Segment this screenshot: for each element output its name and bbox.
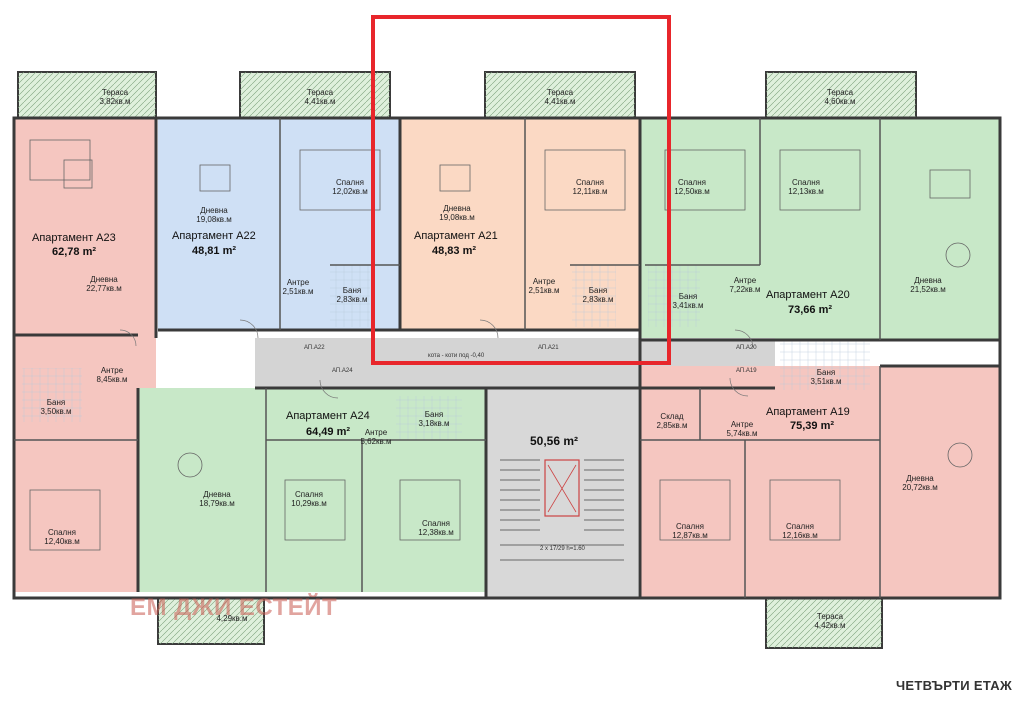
corridor-label-a21: АП.А21 xyxy=(538,345,559,351)
apartment-fills xyxy=(14,118,1000,598)
apartment-a24-title: Апартамент А24 xyxy=(286,410,370,422)
apartment-a24-area-label: 64,49 m² xyxy=(306,426,351,438)
core-area-label: 50,56 m² xyxy=(530,434,579,448)
apartment-a21-area-label: 48,83 m² xyxy=(432,245,477,257)
corridor-label-a20: АП.А20 xyxy=(736,345,757,351)
floor-label: ЧЕТВЪРТИ ЕТАЖ xyxy=(895,678,1012,693)
corridor-label-a22: АП.А22 xyxy=(304,345,325,351)
apartment-a20-area-label: 73,66 m² xyxy=(788,304,833,316)
apartment-a21-title: Апартамент А21 xyxy=(414,230,498,242)
door-swings xyxy=(119,319,754,399)
corridor-label-a19: АП.А19 xyxy=(736,368,757,374)
watermark: ЕМ ДЖИ ЕСТЕЙТ xyxy=(130,594,338,621)
apartment-a22-title: Апартамент А22 xyxy=(172,230,256,242)
walls xyxy=(12,116,1002,600)
corridor-note: кота - коти под -0,40 xyxy=(428,353,485,359)
apartment-a20-title: Апартамент А20 xyxy=(766,289,850,301)
apartment-a23-title: Апартамент А23 xyxy=(32,232,116,244)
apartment-a23-area-label: 62,78 m² xyxy=(52,246,97,258)
highlight-frame xyxy=(371,15,671,365)
apartment-a22-area-label: 48,81 m² xyxy=(192,245,237,257)
corridor-label-a24: АП.А24 xyxy=(332,368,353,374)
apartment-a19-area xyxy=(640,366,1000,598)
furniture xyxy=(29,139,973,551)
terraces xyxy=(17,71,917,649)
apartment-a19-title: Апартамент А19 xyxy=(766,406,850,418)
stair-core xyxy=(486,388,638,598)
stairs xyxy=(500,459,624,561)
terrace-a24-label: 4,29кв.м xyxy=(216,614,248,623)
inner-walls xyxy=(14,118,881,598)
stair-note: 2 x 17/29 h=1.60 xyxy=(540,546,585,552)
apartment-a19-area-label: 75,39 m² xyxy=(790,420,835,432)
